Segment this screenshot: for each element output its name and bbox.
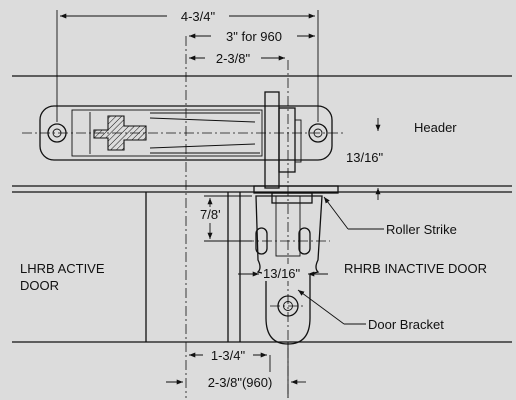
dim-width-960: 3" for 960 [189, 27, 315, 45]
dim-strike-drop: 7/8' [198, 198, 224, 239]
header-label: Header [414, 120, 457, 135]
door-bracket-label: Door Bracket [368, 317, 444, 332]
center-offset-label: 2-3/8" [216, 51, 251, 66]
door-bracket-callout: Door Bracket [297, 289, 444, 332]
header-lines [12, 75, 512, 343]
dim-slot-spacing: 13/16" [238, 264, 328, 281]
slot-spacing-label: 13/16" [263, 266, 301, 281]
header-gap-label: 13/16" [346, 150, 384, 165]
dim-bracket-offset-960: 2-3/8"(960) [166, 375, 306, 390]
roller-strike-label: Roller Strike [386, 222, 457, 237]
roller-strike [253, 185, 339, 204]
roller-strike-callout: Roller Strike [323, 196, 457, 237]
extension-lines [56, 10, 319, 398]
lhrb-label-line1: LHRB ACTIVE [20, 261, 105, 276]
dim-overall-width: 4-3/4" [60, 7, 315, 25]
bracket-offset-960-label: 2-3/8"(960) [208, 375, 273, 390]
center-lines [22, 36, 346, 398]
strike-drop-label: 7/8' [200, 207, 221, 222]
dim-bracket-offset: 1-3/4" [189, 346, 267, 364]
dim-header-gap: 13/16" [346, 118, 384, 200]
overall-width-label: 4-3/4" [181, 9, 216, 24]
bracket-offset-label: 1-3/4" [211, 348, 246, 363]
door-edges [145, 192, 241, 342]
width-960-label: 3" for 960 [226, 29, 282, 44]
rhrb-label: RHRB INACTIVE DOOR [344, 261, 487, 276]
lhrb-label-line2: DOOR [20, 278, 59, 293]
dim-center-offset: 2-3/8" [189, 49, 285, 67]
